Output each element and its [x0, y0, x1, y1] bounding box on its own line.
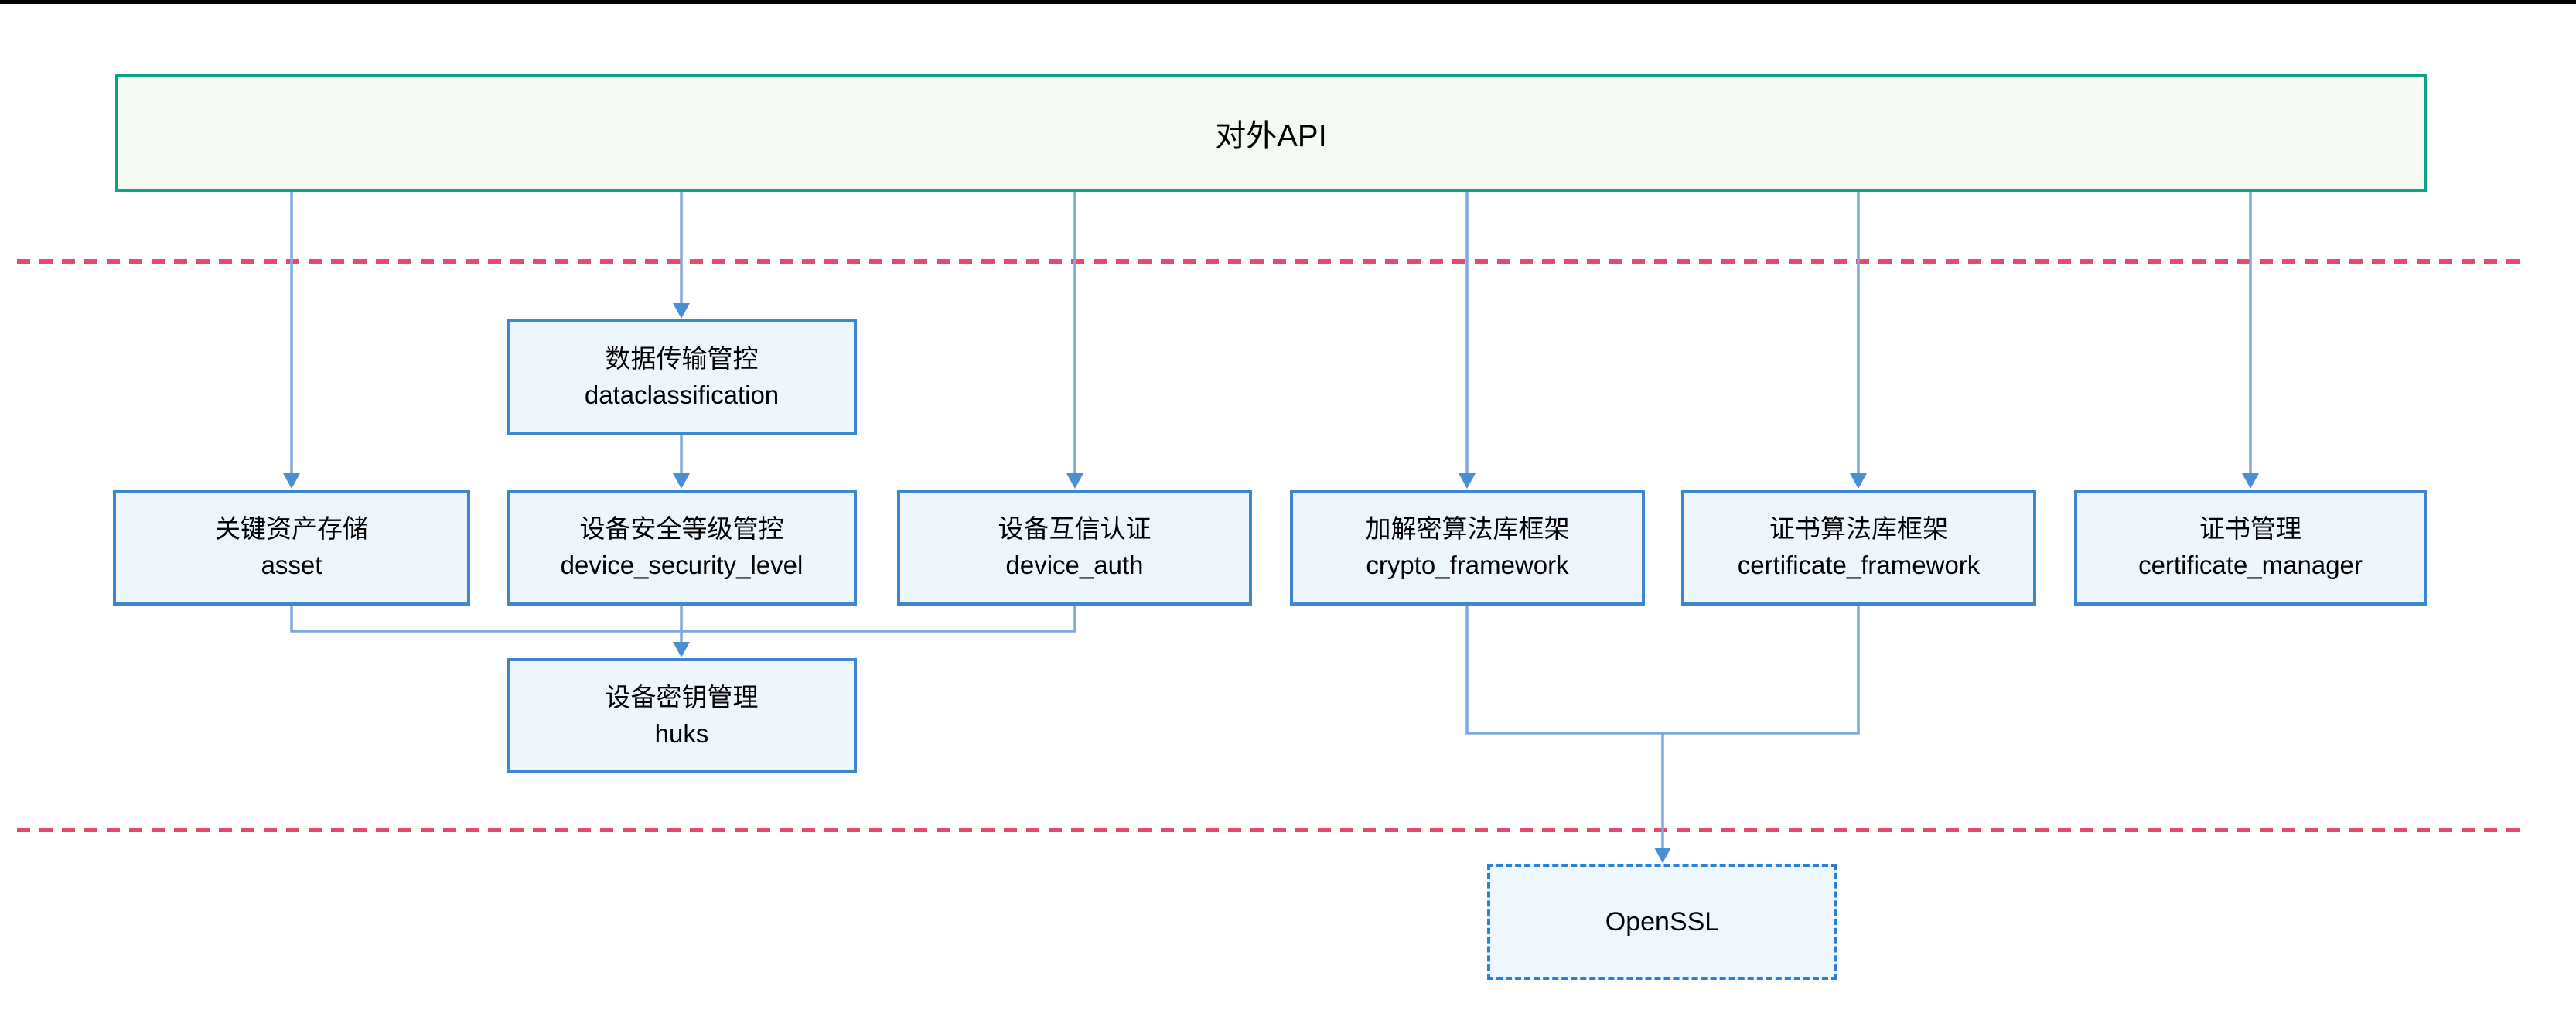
node-certificate-framework: 证书算法库框架 certificate_framework — [1681, 490, 2036, 606]
arrow-api-to-certificate-framework — [1850, 192, 1867, 489]
node-device-security-level: 设备安全等级管控 device_security_level — [507, 490, 857, 606]
node-crypto-framework: 加解密算法库框架 crypto_framework — [1290, 490, 1645, 606]
arrow-api-to-crypto-framework — [1459, 192, 1476, 489]
arrow-device-security-to-huks — [673, 606, 690, 657]
arrow-api-to-asset — [283, 192, 300, 489]
node-device-auth-label-en: device_auth — [1005, 551, 1144, 579]
node-certificate-manager-label-zh: 证书管理 — [2199, 514, 2301, 544]
arrow-api-to-device-auth — [1066, 192, 1083, 489]
node-certificate-framework-label-zh: 证书算法库框架 — [1769, 514, 1948, 544]
connector-crypto-certfw-merge — [1465, 606, 1860, 735]
node-device-auth-label-zh: 设备互信认证 — [998, 514, 1152, 544]
node-huks-label-zh: 设备密钥管理 — [605, 682, 759, 712]
node-crypto-framework-label-en: crypto_framework — [1366, 551, 1569, 579]
node-crypto-framework-label-zh: 加解密算法库框架 — [1365, 514, 1570, 544]
node-dataclassification: 数据传输管控 dataclassification — [507, 319, 857, 435]
node-dataclassification-label-en: dataclassification — [584, 380, 780, 409]
node-huks-label-en: huks — [654, 718, 709, 748]
node-asset: 关键资产存储 asset — [113, 490, 470, 606]
node-device-security-level-label-zh: 设备安全等级管控 — [579, 514, 784, 544]
connector-asset-deviceauth-merge — [290, 606, 1076, 633]
top-black-bar — [0, 0, 2576, 4]
node-device-security-level-label-en: device_security_level — [560, 551, 804, 579]
node-openssl-label: OpenSSL — [1605, 906, 1720, 937]
arrow-api-to-dataclassification — [673, 192, 690, 319]
node-huks: 设备密钥管理 huks — [507, 658, 857, 773]
arrow-merge-to-openssl — [1654, 733, 1671, 863]
node-asset-label-zh: 关键资产存储 — [215, 514, 368, 544]
node-device-auth: 设备互信认证 device_auth — [897, 490, 1252, 606]
node-openssl: OpenSSL — [1487, 864, 1837, 980]
node-certificate-manager-label-en: certificate_manager — [2138, 551, 2363, 579]
node-external-api-label: 对外API — [1215, 119, 1327, 153]
node-asset-label-en: asset — [261, 551, 322, 579]
node-external-api: 对外API — [115, 74, 2427, 192]
arrow-api-to-certificate-manager — [2242, 192, 2259, 489]
node-certificate-framework-label-en: certificate_framework — [1737, 551, 1981, 579]
arrow-dataclassification-to-device-security — [673, 435, 690, 489]
node-certificate-manager: 证书管理 certificate_manager — [2074, 490, 2427, 606]
node-dataclassification-label-zh: 数据传输管控 — [605, 344, 759, 374]
